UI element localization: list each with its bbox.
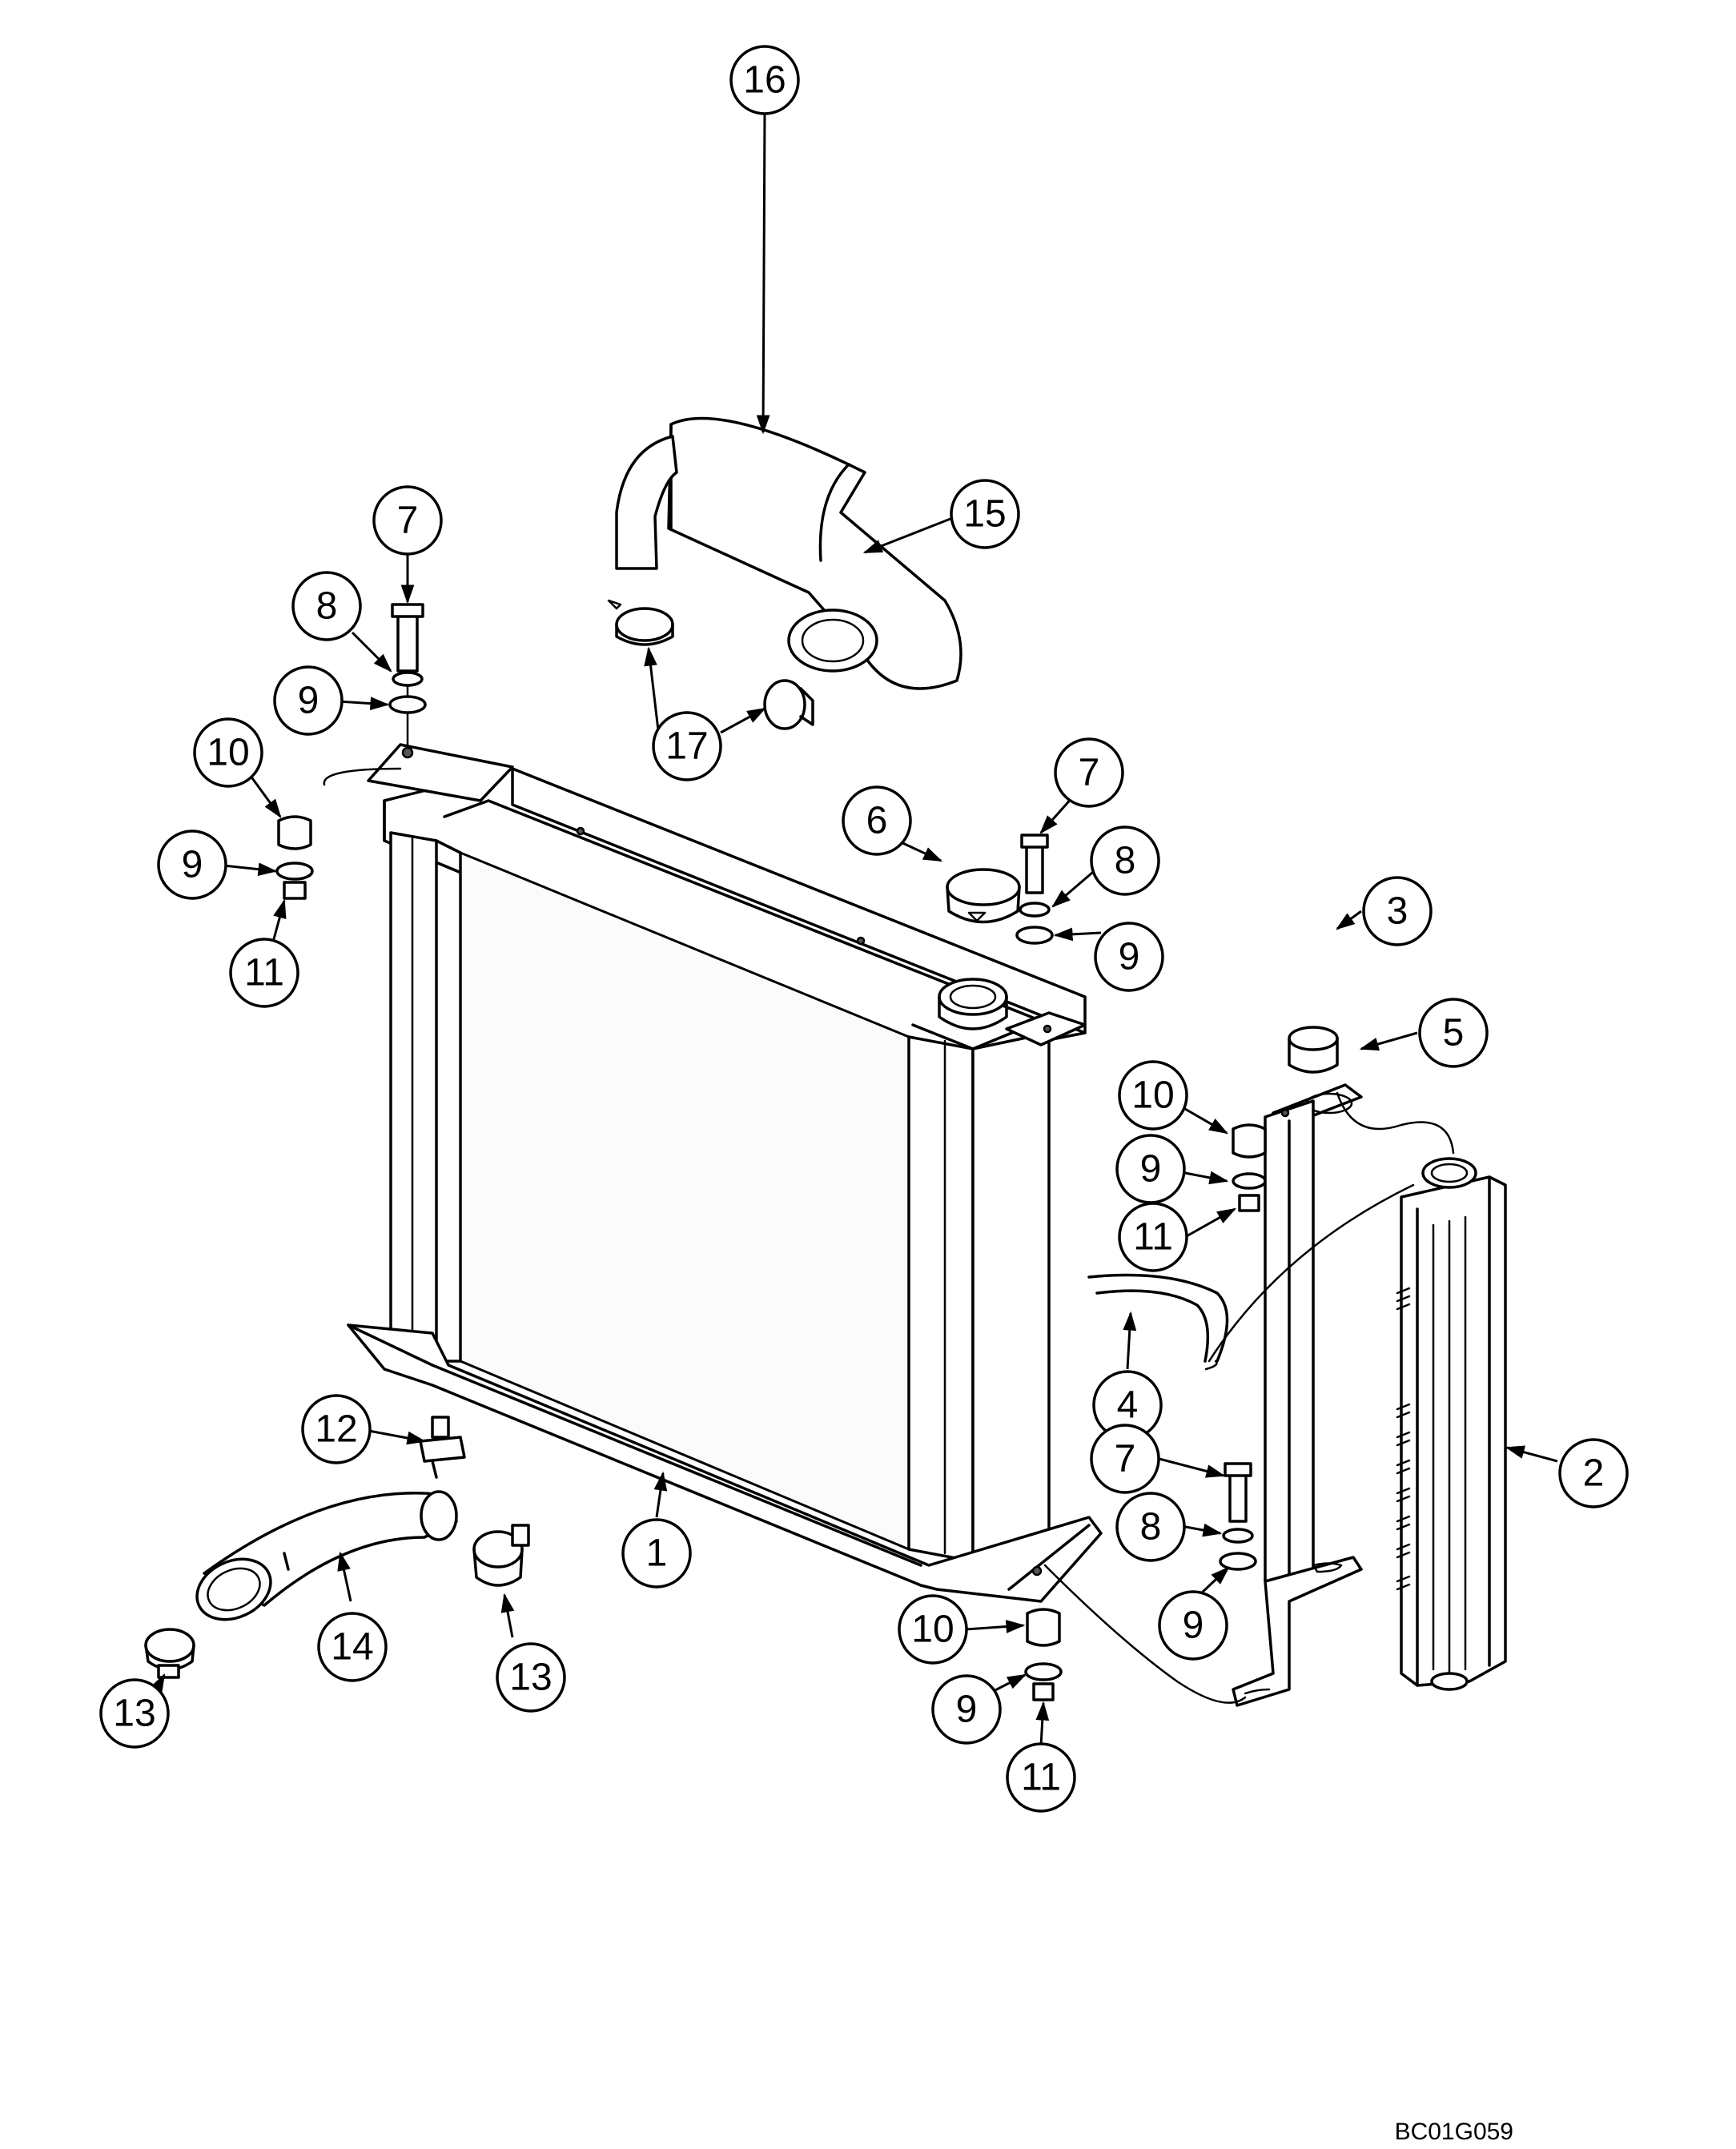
callout: 9 [1115,1134,1186,1204]
tank-upper-hardware [1232,1123,1267,1212]
callout: 2 [1558,1438,1629,1508]
callout-label: 10 [1131,1074,1174,1117]
callout-label: 8 [316,585,338,628]
bottom-right-hardware [1024,1608,1063,1701]
drawing-code: BC01G059 [1395,2119,1513,2145]
callout: 1 [621,1518,692,1589]
vent-line [1336,1091,1455,1155]
callout-label: 9 [1140,1148,1162,1191]
callout: 7 [1054,737,1124,808]
callout-label: 2 [1583,1452,1605,1495]
top-right-hardware [1015,833,1054,945]
callout-label: 9 [1119,936,1140,978]
callout-label: 3 [1387,890,1408,933]
callout-label: 13 [113,1693,155,1735]
callout: 11 [1006,1742,1076,1813]
callout-label: 9 [1183,1605,1204,1647]
callout-label: 14 [331,1626,373,1669]
callout-label: 9 [182,844,203,886]
callout: 7 [372,485,443,556]
callout: 14 [317,1612,388,1682]
callout: 8 [1090,825,1160,896]
top-left-hardware [275,603,427,900]
overflow-hose [1087,1183,1415,1371]
callout: 8 [291,571,362,641]
callout-label: 8 [1140,1506,1162,1548]
callout-label: 7 [1115,1438,1136,1480]
callout-label: 12 [315,1408,357,1451]
drain-valve [419,1416,466,1479]
callout-label: 10 [207,732,249,774]
callout: 10 [193,717,263,788]
callout-label: 10 [911,1609,954,1651]
callout: 5 [1418,998,1489,1068]
callout-label: 1 [646,1532,668,1575]
callout-label: 17 [665,725,708,768]
callout-label: 13 [509,1657,552,1699]
callout-label: 11 [244,952,284,994]
callout-label: 11 [1133,1216,1173,1259]
callout-label: 11 [1021,1757,1061,1799]
expansion-tank [1396,1157,1507,1691]
callout: 10 [1118,1060,1188,1131]
tank-cap [1288,1026,1339,1074]
callout: 3 [1362,876,1433,946]
callout-label: 4 [1117,1384,1139,1427]
radiator-cap [946,868,1021,924]
callout: 13 [99,1678,170,1749]
callout: 6 [842,785,912,856]
radiator [347,743,1103,1603]
callout-label: 8 [1115,840,1136,882]
callout-label: 16 [743,59,786,102]
hose-clamps-upper [607,599,814,730]
callout-label: 9 [956,1689,978,1731]
bottom-vent-line [1043,1564,1247,1704]
tank-bracket [1232,1083,1363,1707]
callout-label: 5 [1443,1012,1465,1054]
upper-hose [615,416,962,690]
callout: 13 [496,1642,566,1713]
callout: 11 [1118,1202,1188,1272]
callout: 17 [652,711,722,781]
callout-label: 9 [298,680,319,722]
tank-lower-hardware [1219,1462,1257,1571]
callout: 8 [1115,1492,1186,1562]
callout: 11 [229,938,299,1008]
callout: 10 [898,1594,968,1665]
callout: 9 [157,829,227,900]
callout-label: 7 [397,500,419,542]
callout-label: 7 [1079,752,1100,794]
lower-hose [195,1490,458,1621]
leader-lines [150,111,1558,1746]
callout-label: 6 [866,800,888,842]
callout: 15 [950,479,1020,549]
callout: 9 [273,665,344,736]
callout: 7 [1090,1424,1160,1494]
callout: 9 [931,1674,1002,1745]
callout-label: 15 [963,493,1006,536]
callout: 9 [1158,1590,1228,1661]
callout: 12 [301,1394,372,1464]
callout: 4 [1092,1370,1163,1440]
top-vent-line [323,767,402,786]
callout: 9 [1094,922,1164,992]
callout: 16 [729,45,800,115]
